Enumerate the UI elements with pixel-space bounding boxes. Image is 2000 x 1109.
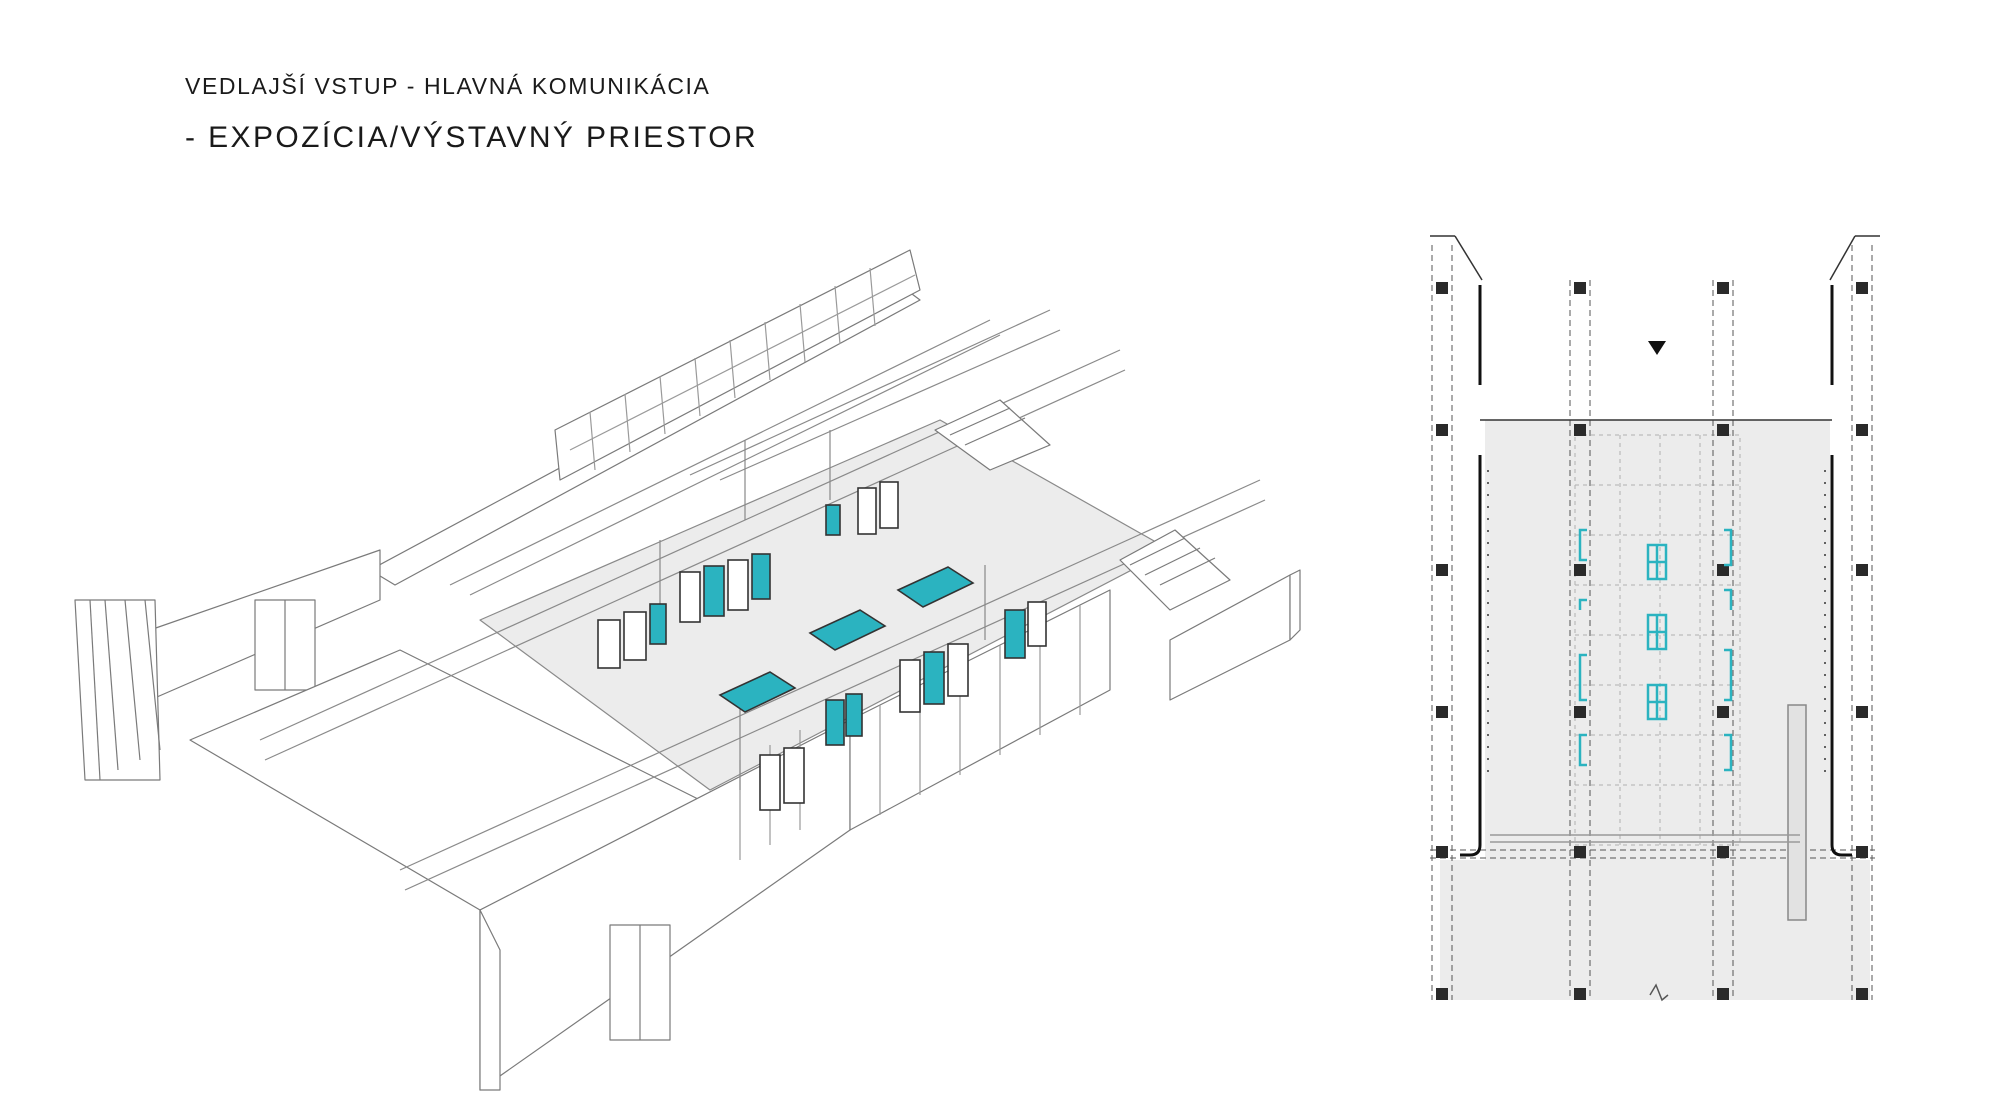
isometric-exhibition-view [74,249,1301,1091]
back-wall-panels [569,267,916,471]
page-title: VEDLAJŠÍ VSTUP - HLAVNÁ KOMUNIKÁCIA [185,73,711,99]
plan-walls [1460,285,1852,857]
entrance-arrow-icon [1648,341,1666,355]
page-subtitle: - EXPOZÍCIA/VÝSTAVNÝ PRIESTOR [185,121,759,154]
plan-display-cases [1578,528,1733,772]
plan-columns [1436,282,1868,1000]
display-table [718,671,797,713]
stairs [1119,529,1231,611]
display-case [759,747,805,811]
display-case [1004,601,1047,659]
display-cases [597,481,1047,811]
display-table [808,609,887,651]
display-table [896,566,975,608]
display-case [899,643,969,713]
display-case [679,553,771,623]
display-case [597,603,667,669]
display-case [825,481,899,536]
display-case [825,693,863,746]
